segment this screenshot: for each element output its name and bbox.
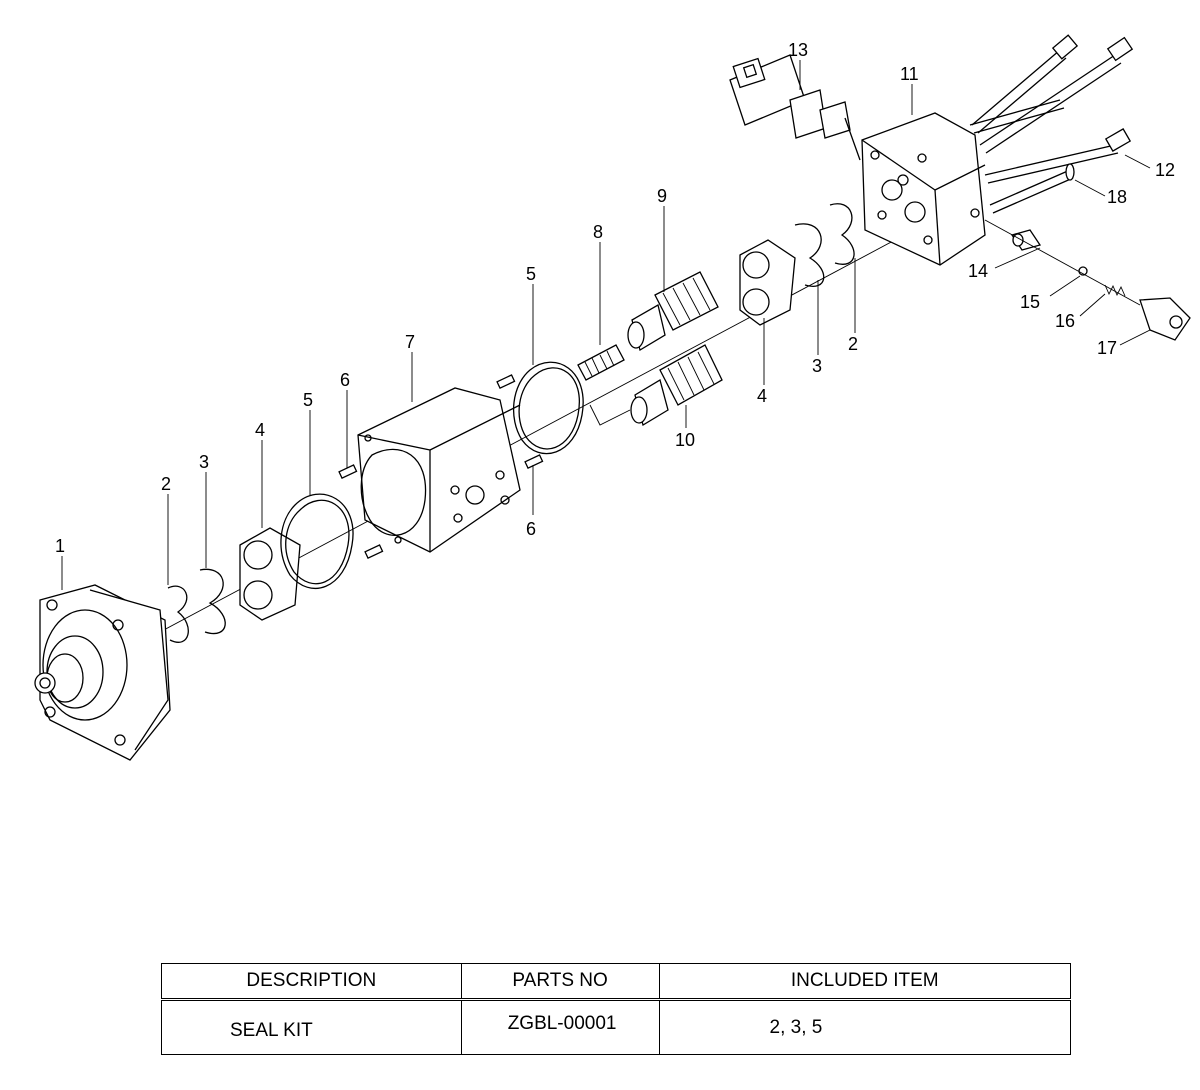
leader-lines xyxy=(61,60,1151,590)
part-18-bolt xyxy=(989,163,1075,214)
callout-2: 2 xyxy=(161,474,171,494)
callout-4-right: 4 xyxy=(757,386,767,406)
callout-3-right: 3 xyxy=(812,356,822,376)
callout-8: 8 xyxy=(593,222,603,242)
callout-11: 11 xyxy=(900,64,919,84)
relief-valve-axis xyxy=(984,219,1141,306)
part-11-rear-cover xyxy=(861,112,986,266)
callout-17: 17 xyxy=(1097,338,1117,358)
callout-5-right: 5 xyxy=(526,264,536,284)
part-4-bushing-left xyxy=(239,527,301,621)
part-5-gasket-right xyxy=(512,361,584,455)
callout-7: 7 xyxy=(405,332,415,352)
part-8-spline-coupling xyxy=(577,344,625,381)
callout-5: 5 xyxy=(303,390,313,410)
callout-9: 9 xyxy=(657,186,667,206)
part-3-backup-ring-right xyxy=(794,223,825,287)
header-parts-no: PARTS NO xyxy=(460,963,660,1001)
callout-1: 1 xyxy=(55,536,65,556)
callout-3: 3 xyxy=(199,452,209,472)
callout-2-right: 2 xyxy=(848,334,858,354)
callout-labels: 1 2 3 4 5 6 7 8 9 10 11 12 13 14 15 16 1… xyxy=(55,40,1175,556)
cell-description: SEAL KIT xyxy=(161,999,462,1055)
part-7-gear-housing xyxy=(357,387,521,553)
part-3-backup-ring-left xyxy=(199,568,226,635)
callout-4: 4 xyxy=(255,420,265,440)
cell-parts-no: ZGBL-00001 xyxy=(460,999,660,1055)
table-header-row: DESCRIPTION PARTS NO INCLUDED ITEM xyxy=(161,963,1071,1001)
seal-kit-table: DESCRIPTION PARTS NO INCLUDED ITEM SEAL … xyxy=(161,963,1071,1055)
callout-12: 12 xyxy=(1155,160,1175,180)
part-16-spring xyxy=(1104,284,1126,297)
exploded-parts-diagram: 1 2 3 4 5 6 7 8 9 10 11 12 13 14 15 16 1… xyxy=(34,34,1191,761)
part-5-gasket-left xyxy=(280,493,354,590)
callout-18: 18 xyxy=(1107,187,1127,207)
callout-6: 6 xyxy=(340,370,350,390)
callout-16: 16 xyxy=(1055,311,1075,331)
callout-6-right: 6 xyxy=(526,519,536,539)
part-13-solenoid-valve xyxy=(729,54,861,161)
cell-included-item: 2, 3, 5 xyxy=(658,999,1071,1055)
part-2-seal-ring-right xyxy=(829,203,855,265)
assembly-axis-line xyxy=(69,199,971,681)
callout-14: 14 xyxy=(968,261,988,281)
part-14-fitting xyxy=(1010,229,1042,251)
callout-15: 15 xyxy=(1020,292,1040,312)
header-description: DESCRIPTION xyxy=(161,963,462,1001)
part-4-bushing-right xyxy=(739,239,796,326)
part-1-front-cover xyxy=(34,584,171,761)
part-6-dowel-pins xyxy=(338,374,544,559)
header-included-item: INCLUDED ITEM xyxy=(658,963,1071,1001)
part-9-driven-gear xyxy=(627,271,719,352)
callout-13: 13 xyxy=(788,40,808,60)
part-2-seal-ring-left xyxy=(167,585,189,643)
part-12-bolts xyxy=(969,34,1134,184)
part-10-drive-gear xyxy=(589,344,723,427)
part-17-plug xyxy=(1139,297,1191,341)
callout-10: 10 xyxy=(675,430,695,450)
table-row: SEAL KIT ZGBL-00001 2, 3, 5 xyxy=(161,999,1071,1055)
